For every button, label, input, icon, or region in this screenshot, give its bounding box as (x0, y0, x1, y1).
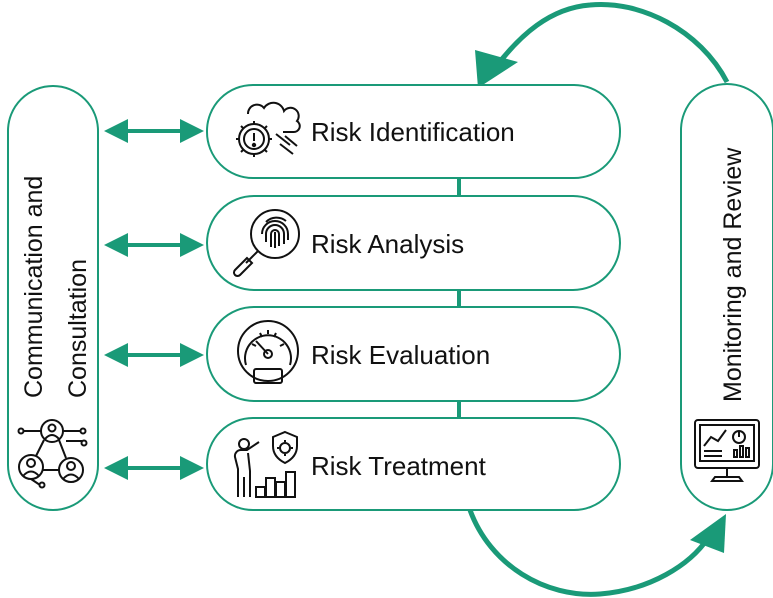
loop-arrow-top (475, 1, 730, 88)
step-label: Risk Identification (311, 117, 515, 147)
step-risk-evaluation: Risk Evaluation (206, 306, 621, 402)
monitor-dashboard-icon (694, 419, 760, 482)
speedometer-gauge-icon (237, 320, 299, 384)
left-panel-title-line1: Communication and (20, 176, 48, 398)
presenter-shield-gear-icon (233, 430, 298, 498)
step-risk-analysis: Risk Analysis (206, 195, 621, 291)
two-way-arrows (104, 119, 204, 480)
fingerprint-magnifier-icon (232, 209, 300, 278)
loop-arrow-bottom (467, 509, 726, 597)
left-panel-title-line2: Consultation (64, 259, 92, 398)
step-label: Risk Evaluation (311, 340, 490, 370)
network-people-icon (17, 419, 88, 489)
right-panel-monitoring: Monitoring and Review (680, 83, 773, 511)
step-label: Risk Treatment (311, 451, 487, 481)
right-panel-title: Monitoring and Review (719, 147, 747, 402)
left-panel-communication: Communication and Consultation (7, 85, 99, 511)
step-risk-identification: Risk Identification (206, 84, 621, 179)
step-risk-treatment: Risk Treatment (206, 417, 621, 511)
cloud-gear-alert-icon (236, 101, 301, 157)
step-label: Risk Analysis (311, 229, 464, 259)
